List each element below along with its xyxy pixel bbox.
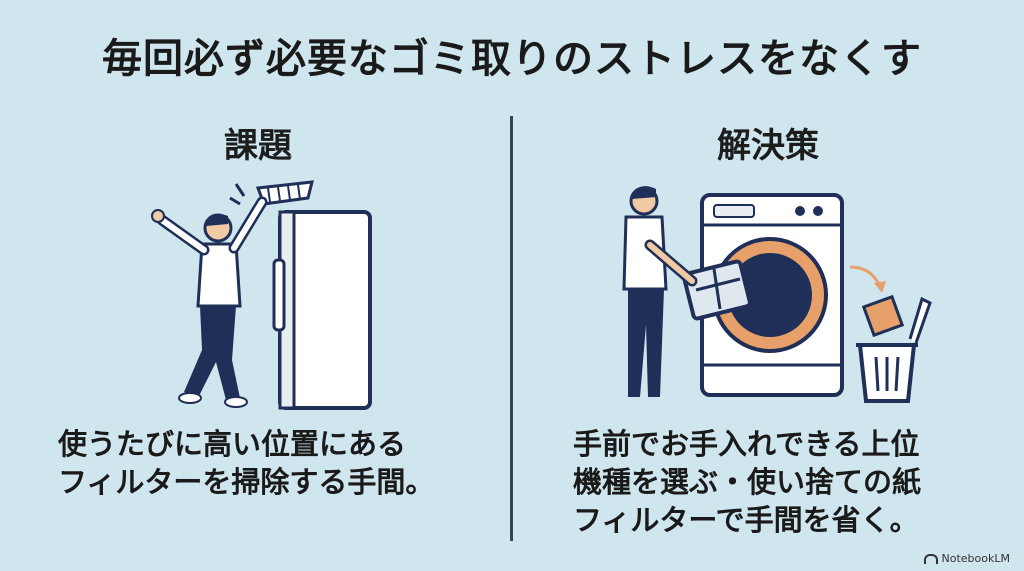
problem-illustration [151, 180, 372, 410]
notebooklm-logo-icon [923, 553, 938, 564]
problem-heading: 課題 [224, 126, 292, 166]
solution-caption-line-1: 手前でお手入れできる上位 [573, 427, 920, 461]
solution-illustration [622, 186, 932, 403]
badge-label: NotebookLM [941, 552, 1010, 565]
solution-caption-line-2: 機種を選ぶ・使い捨ての紙 [573, 465, 922, 499]
trash-bin-icon [856, 296, 932, 403]
page-title: 毎回必ず必要なゴミ取りのストレスをなくす [102, 36, 922, 82]
paper-filter-icon [861, 294, 905, 338]
problem-caption-line-2: フィルターを掃除する手間。 [58, 465, 435, 499]
solution-caption-line-3: フィルターで手間を省く。 [573, 503, 919, 537]
solution-heading: 解決策 [717, 126, 819, 166]
person-figure [151, 196, 268, 408]
notebooklm-badge: NotebookLM [923, 552, 1010, 565]
problem-caption-line-1: 使うたびに高い位置にある [58, 427, 407, 461]
problem-caption: 使うたびに高い位置にある フィルターを掃除する手間。 [58, 425, 434, 501]
person-figure [622, 186, 698, 397]
solution-caption: 手前でお手入れできる上位 機種を選ぶ・使い捨ての紙 フィルターで手間を省く。 [573, 425, 921, 539]
front-filter-icon [682, 259, 752, 321]
center-divider [510, 116, 513, 541]
